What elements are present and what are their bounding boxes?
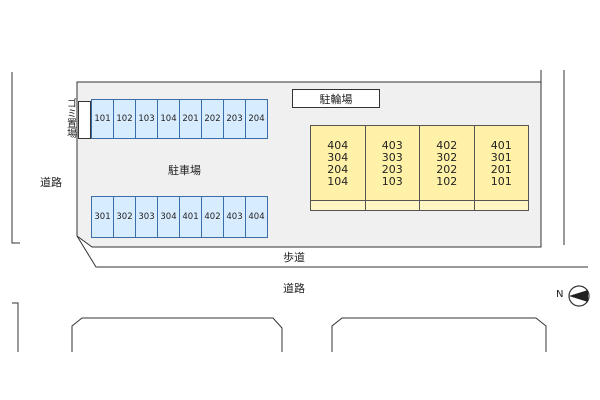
north-label: N xyxy=(556,289,564,300)
garbage-area-label: ゴミ置場 xyxy=(64,98,76,141)
garbage-area-text: ゴミ置場 xyxy=(64,98,76,138)
parking-space: 102 xyxy=(113,99,136,139)
unit-number: 101 xyxy=(490,175,512,188)
unit-number: 403 xyxy=(381,139,403,152)
parking-space: 303 xyxy=(135,196,158,238)
balcony-strip xyxy=(364,200,420,211)
north-compass-icon xyxy=(568,285,590,307)
garbage-area-box xyxy=(78,101,91,139)
unit-number: 301 xyxy=(490,151,512,164)
unit-number: 303 xyxy=(381,151,403,164)
unit-number: 203 xyxy=(381,163,403,176)
parking-label: 駐車場 xyxy=(168,164,201,177)
unit-number: 404 xyxy=(327,139,349,152)
bicycle-parking: 駐輪場 xyxy=(292,89,380,108)
lower-mid-block xyxy=(71,317,283,352)
parking-space: 304 xyxy=(157,196,180,238)
balcony-strip xyxy=(310,200,366,211)
unit-number: 202 xyxy=(436,163,458,176)
balcony-strip xyxy=(473,200,529,211)
unit-number: 304 xyxy=(327,151,349,164)
parking-space: 104 xyxy=(157,99,180,139)
parking-space: 203 xyxy=(223,99,246,139)
parking-space: 403 xyxy=(223,196,246,238)
unit-number: 401 xyxy=(490,139,512,152)
unit-number: 104 xyxy=(327,175,349,188)
parking-space: 404 xyxy=(245,196,268,238)
parking-space: 204 xyxy=(245,99,268,139)
road-left-label: 道路 xyxy=(40,176,62,189)
parking-space: 401 xyxy=(179,196,202,238)
unit-number: 102 xyxy=(436,175,458,188)
unit-number: 402 xyxy=(436,139,458,152)
left-road-edge xyxy=(11,72,20,244)
parking-space: 101 xyxy=(91,99,114,139)
parking-space: 301 xyxy=(91,196,114,238)
parking-space: 302 xyxy=(113,196,136,238)
parking-space: 201 xyxy=(179,99,202,139)
unit-number: 302 xyxy=(436,151,458,164)
unit-number: 201 xyxy=(490,163,512,176)
unit-number: 103 xyxy=(381,175,403,188)
parking-space: 202 xyxy=(201,99,224,139)
unit-number: 204 xyxy=(327,163,349,176)
road-bottom-label: 道路 xyxy=(283,282,305,295)
lower-left-block xyxy=(12,302,19,352)
parking-space: 402 xyxy=(201,196,224,238)
sidewalk-edge xyxy=(76,235,588,268)
parking-space: 103 xyxy=(135,99,158,139)
balcony-strip xyxy=(419,200,475,211)
lower-right-block xyxy=(331,317,547,352)
sidewalk-label: 歩道 xyxy=(283,251,305,264)
